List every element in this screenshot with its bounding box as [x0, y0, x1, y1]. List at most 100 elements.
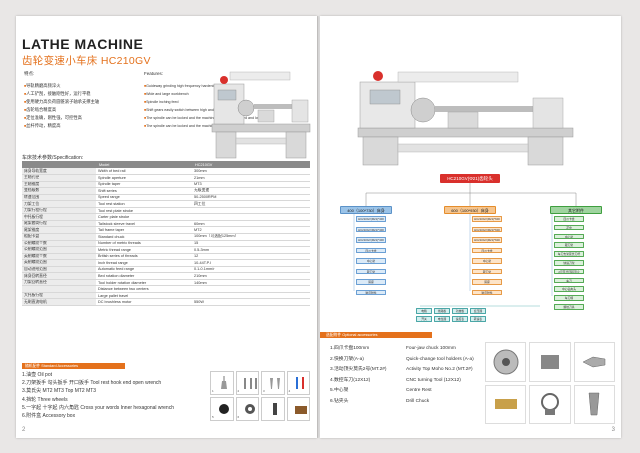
accessory-photo: 3	[261, 371, 285, 395]
optional-accessory: 4.数控车刀(12X12)CNC turning Tool (12X12)	[330, 376, 474, 387]
column-head-600: 600（100*930）床身	[444, 206, 496, 214]
diagram-node: 开关	[416, 316, 432, 322]
accessory-photo: 4	[286, 371, 310, 395]
feature-en: Wide and large workbench	[144, 90, 306, 98]
accessory-photos: 1 2 3 4 5 6	[210, 371, 310, 421]
diagram-node: 中心架	[356, 258, 386, 264]
diagram-node: 跟刀架	[472, 268, 502, 274]
wrench-icon	[243, 378, 257, 389]
spec-cell-val: MT2	[192, 226, 310, 234]
accessory-en: Activity Top Moho No.2 (MT.2#)	[406, 367, 473, 373]
accessory-item: 6.附件盒 Accessory box	[22, 413, 76, 420]
diagram-node: 中心钻夹头	[554, 286, 584, 292]
photo-label: 1	[212, 389, 214, 393]
feature-cn: 丝杆传动，精度高	[24, 122, 139, 130]
spec-cell-en: Width of bed rail	[96, 168, 192, 176]
spec-cell-val: MT3	[192, 181, 310, 189]
feature-cn: 齿轮啮合精度高	[24, 106, 139, 114]
tool-holder-photo	[529, 342, 571, 382]
spec-cell-en: DC brushless motor	[96, 298, 192, 306]
spec-cell-cn: 尾架套筒行程	[22, 220, 96, 228]
spec-cell-en: Spindle taper	[96, 181, 192, 189]
spec-cell-cn: 大托板行程	[22, 292, 96, 300]
spec-cell-cn: 英制螺纹范围	[22, 259, 96, 267]
diagram-node: 2号莫氏回转顶尖	[554, 268, 584, 275]
spec-header-row: Model HC210GV	[22, 161, 310, 168]
spec-cell-cn: 英制螺纹个数	[22, 253, 96, 261]
column-head-other: 其它附件	[550, 206, 602, 214]
diagram-node: 转速表	[470, 316, 486, 322]
lathe-machine-image	[211, 71, 311, 159]
spec-cell-cn: 自动进给范围	[22, 266, 96, 274]
spec-header-cell: HC210GV	[192, 161, 310, 168]
tool-icon	[273, 403, 277, 415]
spec-cell-cn: 刀架回转直径	[22, 279, 96, 287]
spec-cell-val: 10-44T.P.I	[192, 259, 310, 267]
spec-cell-val: 60mm	[192, 220, 310, 228]
page-title: LATHE MACHINE	[22, 36, 144, 52]
diagram-node: 尾座	[472, 279, 502, 285]
spec-cell-en: Carter plate stroke	[96, 213, 192, 221]
spec-cell-en: Bed rotation diameter	[96, 272, 192, 280]
spec-cell-en: Metric thread range	[96, 246, 192, 254]
oil-pot-icon	[221, 376, 227, 389]
feature-cn: 定位准确，刚性强，可控性高	[24, 114, 139, 122]
spec-cell-en: Number of metric threads	[96, 240, 192, 248]
spec-cell-val: 550W	[192, 298, 310, 306]
diagram-node: HC210GV(Φ21)*400	[356, 237, 386, 243]
features-en-list: Guideway grinding high frequency hardeni…	[144, 82, 306, 130]
diagram-node: HC210GV(Φ21)*400	[356, 226, 386, 232]
accessory-item: 4.挡轮 Three wheels	[22, 396, 68, 403]
spec-cell-en: Inch thread range	[96, 259, 192, 267]
spec-cell-en: Tail frame taper	[96, 226, 192, 234]
spec-cell-val: 21mm	[192, 174, 310, 182]
diagram-node: 跟刀架	[356, 268, 386, 274]
column-head-400: 400（100*730）床身	[340, 206, 392, 214]
feature-en: Guideway grinding high frequency hardeni…	[144, 82, 306, 90]
chuck-jaws-icon	[219, 404, 229, 414]
diagram-node: 车刀	[554, 277, 584, 284]
features-cn-heading: 特点:	[24, 71, 35, 76]
screwdriver-icon	[295, 377, 304, 389]
diagram-node: 四爪卡盘	[356, 247, 386, 253]
centre-rest-icon	[540, 393, 559, 416]
accessory-cn: 3.活动顶尖莫氏2号(MT.2#)	[330, 367, 387, 373]
spec-cell-en: Distance between two centers	[96, 285, 192, 293]
live-center-icon	[582, 356, 606, 368]
live-center-photo	[573, 342, 615, 382]
lathe-full-image	[357, 71, 574, 166]
accessory-item: 1.油壶 Oil pot	[22, 372, 53, 378]
diagram-node: 四爪卡盘	[472, 247, 502, 253]
spec-cell-val: 0.5-3mm	[192, 246, 310, 254]
diagram-node: 车刀柄	[554, 295, 584, 301]
right-page: HC210GV(Φ21)齿轮头 400（100*730）床身 600（100*9…	[320, 16, 621, 438]
cnc-tool-photo	[485, 384, 527, 424]
photo-label: 4	[288, 389, 291, 393]
center-icon	[270, 378, 280, 389]
diagram-node: 线路板	[434, 308, 450, 314]
diagram-node: 快速刀架	[554, 260, 584, 266]
spec-header-cell: Model	[96, 161, 192, 168]
spec-cell-cn: 中托板行程	[22, 213, 96, 221]
feature-cn: 使用硬力高负荷圆锥滚子轴承支撑主轴	[24, 98, 139, 106]
spec-cell-en: Speed range	[96, 194, 192, 202]
accessory-photo: 2	[235, 371, 259, 395]
tool-holder-icon	[540, 354, 559, 369]
diagram-node: 变压器	[470, 308, 486, 314]
spec-cell-val: 无级变速	[192, 187, 310, 195]
spec-cell-cn: 公制螺纹范围	[22, 246, 96, 254]
accessory-item: 5.一字起 十字起 内六角匙 Cross your words Inner he…	[22, 404, 174, 411]
accessory-item: 2.刀架扳手 勾头扳手 开口扳手 Tool rest hook end open…	[22, 380, 162, 387]
gear-icon	[244, 404, 255, 414]
drill-chuck-icon	[589, 393, 600, 416]
